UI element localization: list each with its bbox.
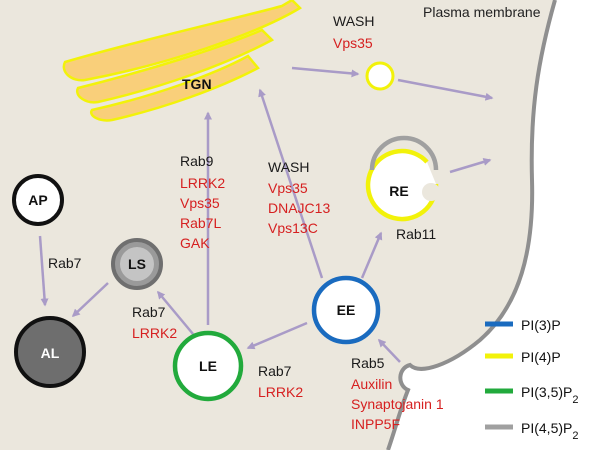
arrows	[38, 66, 494, 363]
compartment-ap: AP	[12, 174, 64, 226]
compartment-label-ee: EE	[337, 302, 356, 318]
legend-label-pi35p2: PI(3,5)P2	[521, 384, 578, 406]
plasma-membrane	[386, 0, 557, 450]
compartment-le: LE	[172, 330, 244, 402]
regulator-rab11: Rab11	[396, 226, 436, 242]
secretory-vesicle	[365, 61, 395, 91]
golgi-cisterna	[62, 0, 303, 82]
legend-label-pi3p: PI(3)P	[521, 317, 561, 333]
regulator-rab5: Rab5	[351, 355, 385, 371]
regulator-dnajc13: DNAJC13	[268, 200, 330, 216]
compartment-ls: LS	[111, 238, 163, 290]
golgi-cisterna	[75, 28, 275, 104]
compartment-ee: EE	[311, 275, 381, 345]
compartment-label-le: LE	[199, 358, 217, 374]
regulators-endocytosis: Rab5 Auxilin Synaptojanin 1 INPP5F	[351, 355, 444, 432]
arrow-ee-to-tgn	[258, 88, 324, 279]
compartment-ap-circle	[12, 174, 64, 226]
compartment-al-circle	[14, 316, 86, 388]
legend-label-pi4p: PI(4)P	[521, 349, 561, 365]
regulator-rab7: Rab7	[132, 304, 166, 320]
compartment-re: RE	[365, 135, 440, 222]
arrow-ee-to-re	[360, 231, 383, 279]
arrow-pm-to-ee	[377, 338, 401, 363]
regulator-gak: GAK	[180, 235, 210, 251]
arrow-ap-to-al	[38, 235, 49, 307]
regulators-ee-to-le: Rab7 LRRK2	[258, 363, 303, 400]
regulator-rab7: Rab7	[258, 363, 292, 379]
arrow-ee-to-le	[246, 321, 308, 350]
regulators-wash-top: WASH Vps35	[333, 13, 374, 51]
golgi-cisterna	[90, 54, 260, 122]
arrow-ls-to-al	[71, 282, 109, 318]
compartment-ls-core	[120, 247, 154, 281]
regulator-lrrk2: LRRK2	[180, 175, 225, 191]
regulator-rab7l: Rab7L	[180, 215, 221, 231]
compartment-re-tubule	[369, 135, 439, 171]
regulator-lrrk2: LRRK2	[258, 384, 303, 400]
regulator-vps35: Vps35	[333, 35, 373, 51]
regulator-vps35: Vps35	[180, 195, 220, 211]
regulator-wash: WASH	[268, 159, 309, 175]
golgi-stack	[62, 0, 303, 122]
compartment-re-body	[365, 148, 439, 222]
regulator-auxilin: Auxilin	[351, 376, 392, 392]
legend: PI(3)P PI(4)P PI(3,5)P2 PI(4,5)P2	[485, 317, 578, 442]
regulator-inpp5f: INPP5F	[351, 416, 400, 432]
compartment-al: AL	[14, 316, 86, 388]
membrane-label: Plasma membrane	[423, 4, 541, 20]
compartment-le-circle	[172, 330, 244, 402]
compartment-label-ls: LS	[128, 256, 146, 272]
compartment-label-tgn: TGN	[182, 76, 212, 92]
regulator-synaptojanin-1: Synaptojanin 1	[351, 396, 444, 412]
regulator-rab7: Rab7	[48, 255, 82, 271]
compartment-label-al: AL	[41, 345, 60, 361]
regulator-lrrk2: LRRK2	[132, 325, 177, 341]
regulators-ee-to-tgn: WASH Vps35 DNAJC13 Vps13C	[268, 159, 330, 236]
arrow-re-to-pm	[449, 158, 492, 174]
compartment-label-re: RE	[389, 183, 408, 199]
regulator-vps35: Vps35	[268, 180, 308, 196]
legend-label-pi45p2: PI(4,5)P2	[521, 420, 578, 442]
regulator-vps13c: Vps13C	[268, 220, 318, 236]
arrow-golgi-to-vesicle	[291, 66, 360, 78]
regulator-rab9: Rab9	[180, 153, 214, 169]
arrow-le-to-ls	[157, 290, 194, 335]
regulators-le-to-tgn: Rab9 LRRK2 Vps35 Rab7L GAK	[180, 153, 225, 251]
compartment-ee-circle	[311, 275, 381, 345]
regulators-le-to-ls: Rab7 LRRK2	[132, 304, 177, 341]
regulator-wash: WASH	[333, 13, 374, 29]
arrow-vesicle-to-pm	[397, 78, 494, 101]
compartment-re-bud	[422, 183, 440, 201]
compartment-label-ap: AP	[28, 192, 47, 208]
